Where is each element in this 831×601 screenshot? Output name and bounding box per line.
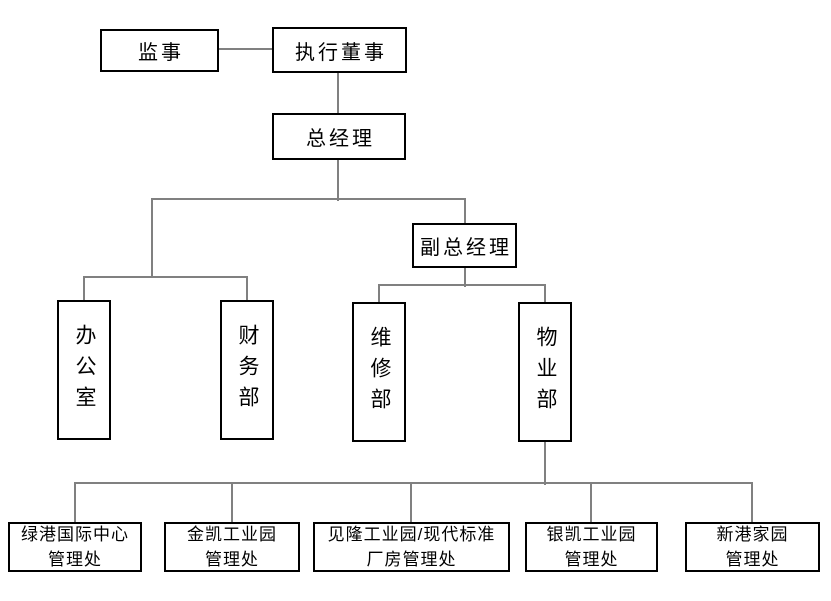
connector-line <box>215 48 275 50</box>
connector-line <box>410 482 412 524</box>
node-yinkai-industrial-park-office: 银凯工业园 管理处 <box>525 522 658 572</box>
connector-line <box>378 284 380 304</box>
node-executive-director: 执行董事 <box>272 27 407 73</box>
connector-line <box>151 198 466 200</box>
connector-line <box>544 284 546 304</box>
connector-line <box>337 70 339 115</box>
node-supervisor: 监事 <box>100 29 219 72</box>
connector-line <box>74 482 753 484</box>
node-label: 物业部 <box>534 325 557 419</box>
node-label: 维修部 <box>368 325 391 419</box>
connector-line <box>464 198 466 225</box>
connector-line <box>544 440 546 485</box>
node-property-dept: 物业部 <box>518 302 572 442</box>
node-finance-dept: 财务部 <box>220 300 274 440</box>
node-deputy-general-manager: 副总经理 <box>412 223 517 268</box>
connector-line <box>231 482 233 524</box>
connector-line <box>83 276 85 302</box>
node-label: 财务部 <box>236 323 259 417</box>
node-jianlong-modern-standard-plant-office: 见隆工业园/现代标准 厂房管理处 <box>313 522 510 572</box>
connector-line <box>74 482 76 524</box>
connector-line <box>151 198 153 278</box>
node-jinkai-industrial-park-office: 金凯工业园 管理处 <box>164 522 300 572</box>
node-maintenance-dept: 维修部 <box>352 302 406 442</box>
connector-line <box>464 266 466 287</box>
connector-line <box>751 482 753 524</box>
node-xingang-home-office: 新港家园 管理处 <box>685 522 820 572</box>
connector-line <box>83 276 248 278</box>
node-label: 办公室 <box>73 323 96 417</box>
connector-line <box>246 276 248 302</box>
node-office-dept: 办公室 <box>57 300 111 440</box>
connector-line <box>590 482 592 524</box>
node-lvgang-intl-center-office: 绿港国际中心 管理处 <box>8 522 142 572</box>
connector-line <box>337 158 339 201</box>
node-general-manager: 总经理 <box>272 113 406 160</box>
connector-line <box>378 284 546 286</box>
